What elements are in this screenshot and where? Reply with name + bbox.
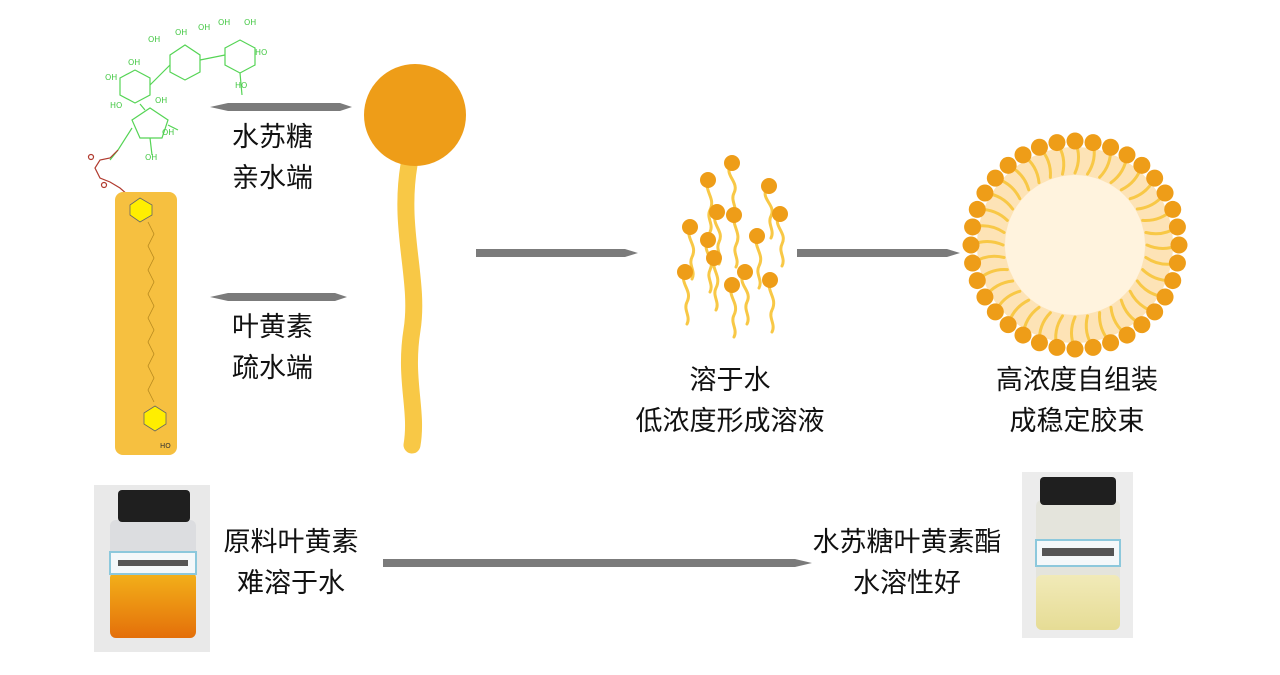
dispersed-surfactant	[700, 232, 716, 294]
micelle-surfactant	[1128, 289, 1164, 321]
micelle-surfactant	[999, 156, 1031, 192]
product-vial-photo	[1022, 472, 1133, 638]
svg-text:HO: HO	[255, 48, 267, 57]
dispersed-surfactant	[749, 228, 765, 290]
top-ring-icon	[129, 197, 153, 223]
lutein-chain	[147, 221, 155, 403]
dissolve-arrow	[476, 249, 638, 257]
dissolve-title: 溶于水	[689, 365, 771, 396]
hydrophilic-name: 水苏糖	[232, 122, 313, 153]
dissolve-label: 溶于水 低浓度形成溶液	[580, 360, 880, 442]
svg-text:OH: OH	[128, 58, 140, 67]
micelle-surfactant	[1084, 134, 1102, 176]
dispersed-surfactant	[706, 250, 722, 312]
product-label: 水苏糖叶黄素酯 水溶性好	[790, 522, 1024, 604]
micelle-surfactant	[1014, 146, 1041, 185]
micelle-surfactant	[1109, 305, 1136, 344]
succinate-linker	[87, 149, 129, 196]
micelle-surfactant	[1066, 132, 1084, 175]
hydrophilic-desc: 亲水端	[232, 163, 313, 194]
micelle-surfactant	[1119, 298, 1151, 334]
raw-label: 原料叶黄素 难溶于水	[211, 522, 371, 604]
svg-text:HO: HO	[235, 81, 247, 90]
micelle-surfactant	[1141, 268, 1182, 290]
product-title: 水苏糖叶黄素酯	[812, 527, 1002, 558]
micelle-surfactant	[1030, 138, 1052, 179]
surfactant-tail	[397, 156, 423, 454]
micelle-surfactant	[1145, 236, 1188, 254]
surfactant-head	[364, 64, 466, 166]
micelle-surfactant	[1098, 311, 1120, 352]
svg-text:OH: OH	[105, 73, 117, 82]
bottom-ring-icon	[143, 405, 167, 432]
dispersed-surfactants	[677, 155, 788, 339]
micelle-surfactant	[999, 298, 1031, 334]
micelle-surfactant	[1135, 279, 1174, 306]
micelle-surfactant	[976, 184, 1015, 211]
micelle-surfactant	[1066, 315, 1084, 358]
raw-desc: 难溶于水	[237, 568, 345, 599]
hydrophilic-arrow	[210, 103, 352, 111]
svg-text:HO: HO	[110, 101, 122, 110]
micelle-surfactant	[964, 254, 1006, 272]
lutein-hydrophobic-box	[115, 192, 177, 455]
hydrophobic-name: 叶黄素	[232, 312, 313, 343]
micelle-title: 高浓度自组装	[996, 365, 1158, 396]
svg-text:OH: OH	[175, 28, 187, 37]
dispersed-surfactant	[700, 172, 716, 234]
micelle-label: 高浓度自组装 成稳定胶束	[927, 360, 1227, 442]
dispersed-surfactant	[677, 264, 693, 326]
dissolve-desc: 低浓度形成溶液	[635, 406, 825, 437]
conversion-arrow	[383, 559, 812, 567]
micelle-surfactant	[1014, 305, 1041, 344]
micelle-surfactant	[1128, 169, 1164, 201]
svg-text:OH: OH	[145, 153, 157, 162]
hydrophilic-label: 水苏糖 亲水端	[232, 117, 313, 199]
micelle-surfactant	[976, 279, 1015, 306]
dispersed-surfactant	[737, 264, 753, 326]
svg-text:OH: OH	[162, 128, 174, 137]
raw-lutein-vial-photo	[94, 485, 210, 652]
micelle-surfactant	[968, 268, 1009, 290]
micelle-surfactant	[1119, 156, 1151, 192]
dispersed-surfactant	[761, 178, 777, 240]
hydroxyl-labels: OH OH OH OH OH HO HO OH OH HO OH OH OH	[105, 18, 267, 162]
dispersed-surfactant	[762, 272, 778, 334]
micelle	[962, 132, 1188, 358]
micelle-surfactant	[1109, 146, 1136, 185]
svg-text:OH: OH	[198, 23, 210, 32]
micelle-surfactant	[1144, 218, 1186, 236]
micelle-surfactant	[964, 218, 1006, 236]
micelle-desc: 成稳定胶束	[1009, 406, 1145, 437]
dispersed-surfactant	[724, 277, 740, 339]
svg-text:OH: OH	[148, 35, 160, 44]
micelle-surfactant	[1048, 134, 1066, 176]
hydroxyl-label: HO	[160, 442, 171, 450]
micelle-surfactant	[1048, 314, 1066, 356]
dispersed-surfactant	[724, 155, 740, 217]
svg-text:OH: OH	[155, 96, 167, 105]
product-desc: 水溶性好	[853, 568, 961, 599]
micelle-surfactant	[962, 236, 1005, 254]
micelle-surfactant	[986, 289, 1022, 321]
dispersed-surfactant	[726, 207, 742, 269]
dispersed-surfactant	[772, 206, 788, 268]
svg-text:OH: OH	[244, 18, 256, 27]
micelle-surfactant	[1084, 314, 1102, 356]
svg-text:OH: OH	[218, 18, 230, 27]
micelle-surfactant	[968, 200, 1009, 222]
micelle-surfactant	[1135, 184, 1174, 211]
micelle-surfactant	[1141, 200, 1182, 222]
assemble-arrow	[797, 249, 960, 257]
micelle-surfactant	[986, 169, 1022, 201]
hydrophobic-desc: 疏水端	[232, 353, 313, 384]
hydrophobic-label: 叶黄素 疏水端	[232, 307, 313, 389]
hydrophobic-arrow	[210, 293, 347, 301]
micelle-surfactant	[1030, 311, 1052, 352]
raw-title: 原料叶黄素	[223, 527, 359, 558]
micelle-surfactant	[1144, 254, 1186, 272]
micelle-surfactant	[1098, 138, 1120, 179]
micelle-inner	[1005, 175, 1145, 315]
